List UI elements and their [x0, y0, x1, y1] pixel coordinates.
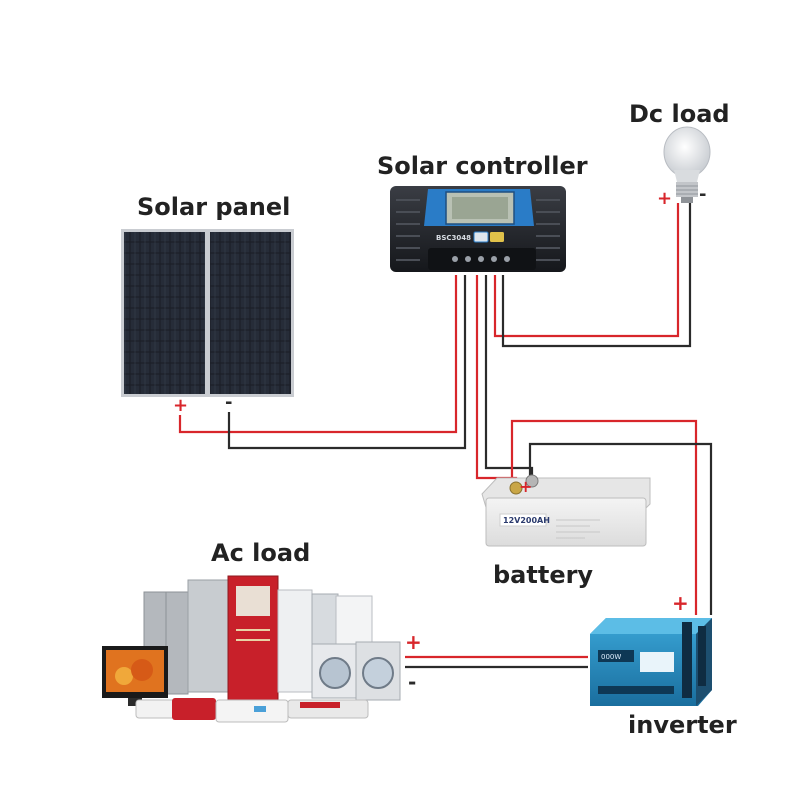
- inverter-plus-sign: +: [672, 591, 689, 615]
- panel-plus-sign: +: [173, 395, 189, 416]
- inverter-badge-text: 000W: [601, 653, 621, 661]
- panel-positive-wire: [178, 275, 458, 434]
- solar-controller: BSC3048: [390, 186, 566, 272]
- battery-plus-sign: +: [519, 477, 533, 496]
- dc-load-plus-sign: +: [657, 188, 673, 209]
- inverter-label: inverter: [628, 711, 737, 739]
- dc-load-minus-sign: -: [699, 184, 707, 205]
- solar-panel: [121, 229, 294, 397]
- battery-model-text: 12V200AH: [503, 516, 550, 525]
- inverter-negative-wire: [528, 442, 713, 615]
- ac-plus-sign: +: [405, 630, 422, 654]
- solar-panel-label: Solar panel: [137, 193, 291, 221]
- battery: 12V200AH: [481, 474, 651, 547]
- inverter: 000W: [590, 618, 712, 706]
- solar-controller-label: Solar controller: [377, 152, 588, 180]
- ac-load-label: Ac load: [211, 539, 311, 567]
- panel-negative-wire: [227, 275, 467, 450]
- inverter-positive-wire: [510, 419, 698, 615]
- panel-minus-sign: -: [225, 392, 233, 413]
- ac-load-appliances: [102, 575, 401, 723]
- dc-load-positive-wire: [493, 203, 680, 338]
- dc-load-bulb: [663, 126, 711, 203]
- dc-load-negative-wire: [501, 203, 692, 348]
- controller-model-text: BSC3048: [436, 234, 471, 242]
- battery-label: battery: [493, 561, 594, 589]
- wiring: [178, 203, 713, 669]
- battery-negative-wire: [484, 275, 534, 480]
- dc-load-label: Dc load: [629, 100, 730, 128]
- battery-positive-wire: [475, 275, 518, 488]
- ac-minus-sign: -: [408, 670, 417, 694]
